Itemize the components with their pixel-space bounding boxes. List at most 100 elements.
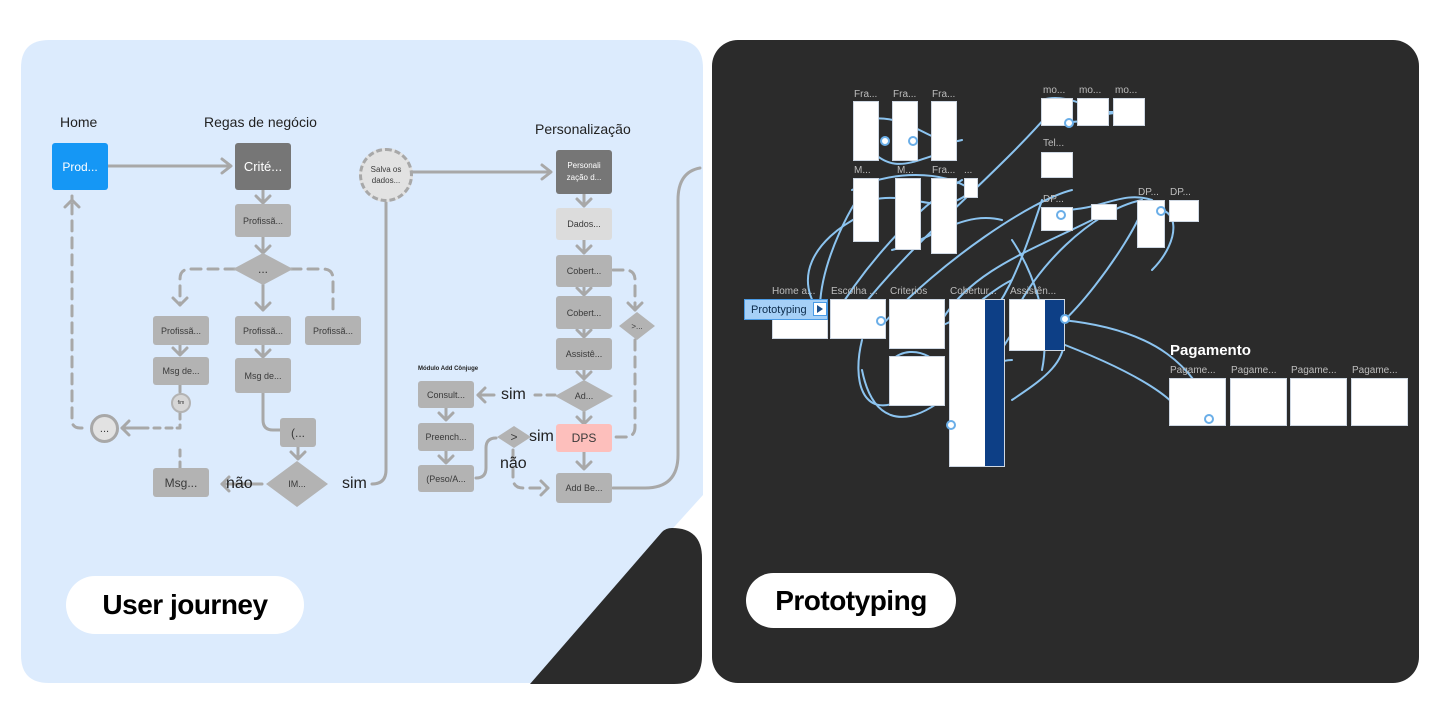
frame-mo-3	[1113, 98, 1145, 126]
salva-line2: dados...	[371, 176, 401, 185]
node-small-circle: fim	[171, 393, 191, 413]
label-cobertur: Cobertur...	[950, 286, 997, 297]
section-title-personalizacao: Personalização	[535, 121, 631, 137]
frame-pag-1	[1169, 378, 1226, 426]
edge-label-sim-1: sim	[342, 475, 367, 492]
node-cobert-2: Cobert...	[556, 296, 612, 329]
wire-knob	[1056, 210, 1066, 220]
frame-m-1	[853, 178, 879, 242]
frame-criterios-2	[889, 356, 945, 406]
decision-diamond-ad: Ad...	[555, 380, 613, 412]
prototyping-tooltip-label: Prototyping	[751, 303, 807, 316]
wire-knob	[1156, 206, 1166, 216]
node-profissa-right: Profissã...	[305, 316, 361, 345]
label-dp-1: DP...	[1043, 194, 1064, 205]
label-pag-3: Pagame...	[1291, 365, 1337, 376]
frame-pag-4	[1351, 378, 1408, 426]
decision-diamond-small: >	[497, 426, 531, 448]
user-journey-panel	[21, 40, 703, 683]
decision-diamond-im: IM...	[266, 461, 328, 507]
dark-corner-shape	[530, 528, 702, 684]
node-profissa-left: Profissã...	[153, 316, 209, 345]
node-cobert-1: Cobert...	[556, 255, 612, 287]
decision-diamond-main: ...	[233, 253, 293, 285]
frame-fra-1	[853, 101, 879, 161]
label-mo-2: mo...	[1079, 85, 1102, 96]
section-title-regras: Regas de negócio	[204, 114, 317, 130]
frame-pag-3	[1290, 378, 1347, 426]
label-fra-4: Fra...	[932, 165, 956, 176]
wire-knob	[876, 316, 886, 326]
wire-knob	[908, 136, 918, 146]
salva-line1: Salva os	[370, 165, 402, 174]
node-consult: Consult...	[418, 381, 474, 408]
play-icon[interactable]	[813, 302, 827, 316]
label-tel: Tel...	[1043, 138, 1065, 149]
node-personalizacao: Personali zação d...	[556, 150, 612, 194]
node-prod: Prod...	[52, 143, 108, 190]
label-fra-2: Fra...	[893, 89, 917, 100]
frame-criterios	[889, 299, 945, 349]
user-journey-badge: User journey	[66, 576, 304, 634]
wire-knob	[880, 136, 890, 146]
decision-small-label: >	[510, 430, 518, 444]
node-msg-mid: Msg de...	[235, 358, 291, 393]
edge-label-sim-2: sim	[501, 386, 526, 403]
wire-knob	[946, 420, 956, 430]
node-profissa-top: Profissã...	[235, 204, 291, 237]
frame-fra-4	[931, 178, 957, 254]
edge-label-nao-1: não	[226, 475, 253, 492]
label-dp-2: DP...	[1138, 187, 1159, 198]
section-title-home: Home	[60, 114, 98, 130]
node-msg-bottom: Msg...	[153, 468, 209, 497]
node-add-be: Add Be...	[556, 473, 612, 503]
frame-small-dots	[964, 178, 978, 198]
label-mo-3: mo...	[1115, 85, 1138, 96]
node-ellipsis-circle: ...	[90, 414, 119, 443]
label-fra-1: Fra...	[854, 89, 878, 100]
node-dps: DPS	[556, 424, 612, 452]
label-pag-1: Pagame...	[1170, 365, 1216, 376]
label-m-1: M...	[854, 165, 871, 176]
node-preench: Preench...	[418, 423, 474, 451]
frame-fra-3	[931, 101, 957, 161]
edge-label-sim-3: sim	[529, 428, 554, 445]
decision-main-label: ...	[257, 262, 268, 276]
frame-small-icon	[1091, 204, 1117, 220]
decision-ad-label: Ad...	[574, 391, 594, 401]
label-home: Home a...	[772, 286, 816, 297]
decision-diamond-gt: >...	[619, 312, 655, 340]
label-m-2: M...	[897, 165, 914, 176]
node-msg-left: Msg de...	[153, 357, 209, 385]
label-dp-3: DP...	[1170, 187, 1191, 198]
wire-knob	[1204, 414, 1214, 424]
frame-dp-3	[1169, 200, 1199, 222]
personali-line1: Personali	[567, 161, 601, 170]
node-crite: Crité...	[235, 143, 291, 190]
label-pag-4: Pagame...	[1352, 365, 1398, 376]
node-assiste: Assistê...	[556, 338, 612, 370]
node-peso: (Peso/A...	[418, 465, 474, 492]
prototyping-tooltip[interactable]: Prototyping	[744, 299, 828, 320]
label-assisten: Assistên...	[1010, 286, 1057, 297]
prototyping-badge: Prototyping	[746, 573, 956, 628]
frame-fra-2	[892, 101, 918, 161]
decision-gt-label: >...	[631, 321, 643, 331]
wire-knob	[1060, 314, 1070, 324]
personali-line2: zação d...	[566, 173, 602, 182]
node-paren: (...	[280, 418, 316, 447]
frame-mo-2	[1077, 98, 1109, 126]
label-mo-1: mo...	[1043, 85, 1066, 96]
edge-label-nao-2: não	[500, 455, 527, 472]
journey-connectors	[63, 157, 702, 497]
label-dots: ...	[964, 165, 973, 176]
label-pag-2: Pagame...	[1231, 365, 1277, 376]
pagamento-title: Pagamento	[1170, 342, 1251, 359]
frame-cobertur-sidebar	[985, 300, 1004, 466]
wire-knob	[1064, 118, 1074, 128]
node-dados: Dados...	[556, 208, 612, 240]
label-fra-3: Fra...	[932, 89, 956, 100]
frame-pag-2	[1230, 378, 1287, 426]
frame-assisten-sidebar	[1045, 300, 1064, 350]
node-salva-dados: Salva os dados...	[359, 148, 413, 202]
